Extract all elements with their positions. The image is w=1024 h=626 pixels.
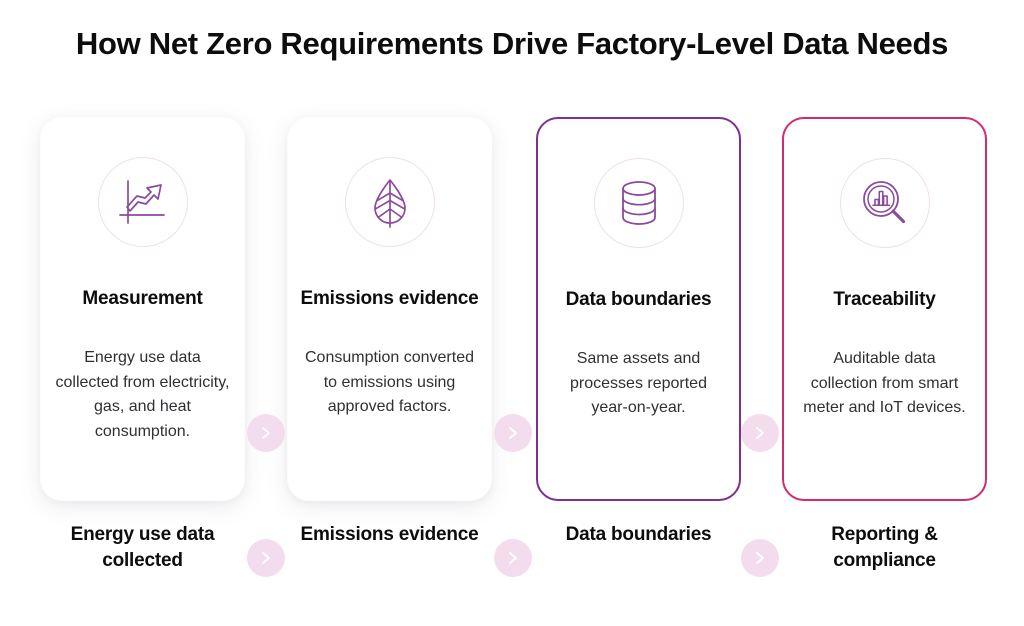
- card-traceability[interactable]: Traceability Auditable data collection f…: [782, 117, 987, 501]
- chevron-right-icon: [247, 414, 285, 452]
- magnifier-chart-icon: [839, 158, 930, 248]
- bottom-labels-row: Energy use data collected Emissions evid…: [0, 522, 1024, 602]
- chevron-right-icon: [494, 414, 532, 452]
- card-title: Data boundaries: [565, 289, 712, 310]
- card-data-boundaries[interactable]: Data boundaries Same assets and processe…: [536, 117, 741, 501]
- bottom-label-energy-use: Energy use data collected: [70, 524, 215, 571]
- card-title: Measurement: [82, 288, 203, 309]
- card-body: Energy use data collected from electrici…: [55, 349, 230, 440]
- chevron-right-icon: [741, 414, 779, 452]
- bottom-label-data-boundaries: Data boundaries: [565, 524, 712, 545]
- bottom-label-emissions-evidence: Emissions evidence: [300, 524, 479, 545]
- chevron-right-icon: [247, 539, 285, 577]
- card-measurement[interactable]: Measurement Energy use data collected fr…: [40, 117, 245, 501]
- chart-arrow-icon: [97, 157, 188, 247]
- card-body: Same assets and processes reported year-…: [570, 350, 707, 416]
- card-title: Emissions evidence: [300, 288, 479, 309]
- cards-row: Measurement Energy use data collected fr…: [0, 117, 1024, 501]
- card-body: Auditable data collection from smart met…: [803, 350, 966, 416]
- bottom-label-reporting-compliance: Reporting & compliance: [831, 524, 938, 571]
- card-emissions-evidence[interactable]: Emissions evidence Consumption converted…: [287, 117, 492, 501]
- database-icon: [593, 158, 684, 248]
- page-title: How Net Zero Requirements Drive Factory-…: [75, 26, 949, 61]
- chevron-right-icon: [494, 539, 532, 577]
- card-title: Traceability: [833, 289, 936, 310]
- card-body: Consumption converted to emissions using…: [305, 349, 474, 415]
- chevron-right-icon: [741, 539, 779, 577]
- leaf-icon: [344, 157, 435, 247]
